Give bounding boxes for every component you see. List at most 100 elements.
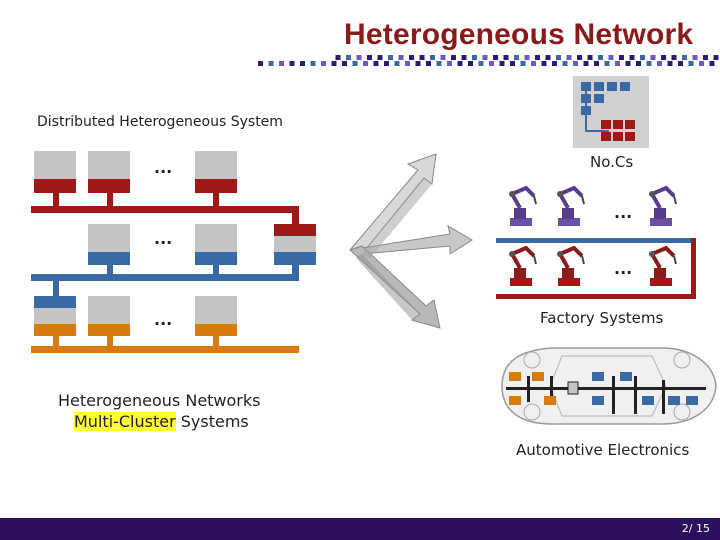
deco-dot [636, 61, 641, 66]
deco-dot [468, 61, 473, 66]
deco-dot [289, 61, 295, 66]
deco-dot [478, 61, 484, 66]
robot-arm-icon [557, 185, 585, 226]
left-caption-line1: Heterogeneous Networks [58, 391, 261, 410]
deco-dot [472, 55, 477, 60]
deco-dot [646, 61, 652, 66]
node-blue-2 [195, 224, 237, 254]
deco-dot [367, 55, 372, 60]
factory-systems-label: Factory Systems [540, 309, 664, 327]
robot-arm-icon [557, 245, 585, 286]
gateway-red-blue-body [274, 236, 316, 253]
node-orange-2-iface [195, 324, 237, 336]
node-red-1 [34, 151, 76, 181]
deco-dot [258, 61, 263, 66]
factory-ellipsis-top: ... [614, 203, 633, 222]
deco-dot [629, 55, 635, 60]
deco-dot [709, 61, 715, 66]
deco-dot [699, 61, 704, 66]
distributed-system-label: Distributed Heterogeneous System [37, 114, 283, 130]
deco-dot [440, 55, 446, 60]
deco-dot [545, 55, 551, 60]
deco-dot [703, 55, 708, 60]
bus-orange [31, 335, 299, 353]
deco-dot [671, 55, 677, 60]
deco-dot [331, 61, 337, 66]
node-orange-1 [88, 296, 130, 326]
node-blue-1-iface [88, 252, 130, 265]
nocs-label: No.Cs [590, 153, 634, 171]
factory-ellipsis-bottom: ... [614, 259, 633, 278]
systems-text: Systems [175, 412, 249, 431]
deco-dot [373, 61, 379, 66]
deco-dot [499, 61, 505, 66]
deco-dot [419, 55, 425, 60]
deco-dot [447, 61, 452, 66]
factory-systems [496, 185, 696, 299]
deco-dot [604, 61, 610, 66]
deco-dot [482, 55, 488, 60]
deco-dot [300, 61, 305, 66]
multi-cluster-highlight: Multi-Cluster [74, 412, 176, 431]
deco-dot [667, 61, 673, 66]
ellipsis-row-2: ... [154, 229, 173, 248]
deco-dot [279, 61, 284, 66]
deco-dot [451, 55, 456, 60]
deco-dot [268, 61, 274, 66]
deco-dot [573, 61, 578, 66]
deco-dot [415, 61, 421, 66]
footer-bar: 2/ 15 [0, 518, 720, 540]
title-decoration [258, 55, 719, 66]
deco-dot [405, 61, 410, 66]
car-outline [501, 347, 717, 425]
deco-dot [692, 55, 698, 60]
deco-dot [556, 55, 561, 60]
deco-dot [619, 55, 624, 60]
deco-dot [598, 55, 603, 60]
deco-dot [503, 55, 509, 60]
ellipsis-row-1: ... [154, 158, 173, 177]
bus-red [31, 192, 299, 226]
deco-dot [510, 61, 515, 66]
deco-dot [514, 55, 519, 60]
left-caption-line2: Multi-Cluster Systems [74, 412, 249, 431]
gateway-blue-orange-body [34, 308, 76, 325]
deco-dot [352, 61, 358, 66]
slide-title: Heterogeneous Network [344, 18, 694, 51]
deco-dot [583, 61, 589, 66]
node-red-3-iface [195, 179, 237, 193]
deco-dot [552, 61, 557, 66]
deco-dot [377, 55, 383, 60]
deco-dot [409, 55, 414, 60]
deco-dot [531, 61, 536, 66]
deco-dot [608, 55, 614, 60]
deco-dot [310, 61, 316, 66]
deco-dot [436, 61, 442, 66]
node-red-3 [195, 151, 237, 181]
deco-dot [615, 61, 620, 66]
deco-dot [562, 61, 568, 66]
deco-dot [489, 61, 494, 66]
deco-dot [321, 61, 326, 66]
deco-dot [650, 55, 656, 60]
deco-dot [335, 55, 341, 60]
node-orange-1-iface [88, 324, 130, 336]
node-red-2 [88, 151, 130, 181]
deco-dot [682, 55, 687, 60]
deco-dot [566, 55, 572, 60]
node-blue-2-iface [195, 252, 237, 265]
node-blue-1 [88, 224, 130, 254]
deco-dot [640, 55, 645, 60]
cluster-orange-nodes [34, 296, 237, 336]
deco-dot [356, 55, 362, 60]
arrow-middle [349, 224, 473, 255]
deco-dot [541, 61, 547, 66]
deco-dot [713, 55, 719, 60]
robot-arm-icon [509, 245, 537, 286]
mapping-arrows [349, 153, 473, 329]
deco-dot [587, 55, 593, 60]
deco-dot [625, 61, 631, 66]
node-red-1-iface [34, 179, 76, 193]
deco-dot [524, 55, 530, 60]
deco-dot [342, 61, 347, 66]
